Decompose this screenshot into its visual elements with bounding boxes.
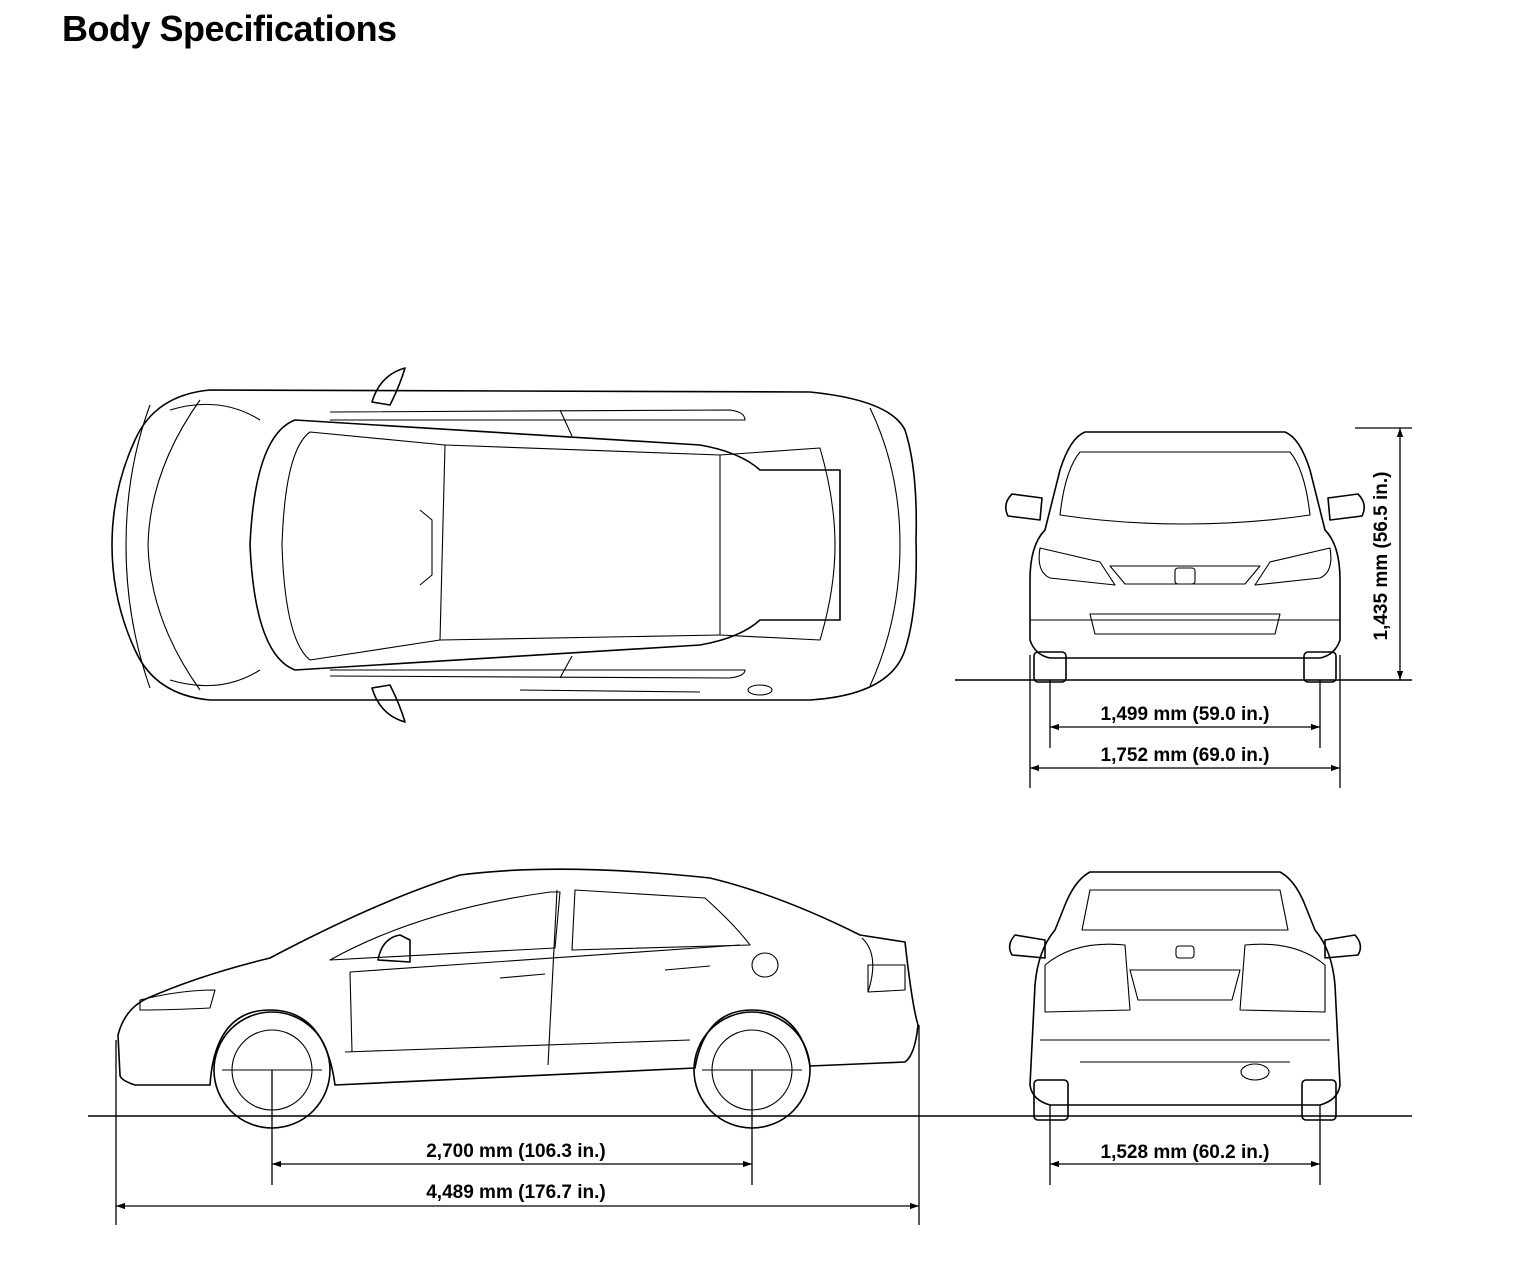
overall-height-label: 1,435 mm (56.5 in.) [1371,472,1392,641]
rear-track-label: 1,528 mm (60.2 in.) [1101,1142,1270,1163]
overall-length-label: 4,489 mm (176.7 in.) [426,1182,606,1203]
dimension-lines [115,427,1412,1225]
front-track-label: 1,499 mm (59.0 in.) [1101,704,1270,725]
wheelbase-label: 2,700 mm (106.3 in.) [426,1141,606,1162]
front-view [955,431,1412,683]
top-view [111,367,918,723]
rear-view [1008,871,1362,1121]
overall-width-label: 1,752 mm (69.0 in.) [1101,745,1270,766]
side-view [88,868,1412,1129]
page-title: Body Specifications [62,8,397,49]
